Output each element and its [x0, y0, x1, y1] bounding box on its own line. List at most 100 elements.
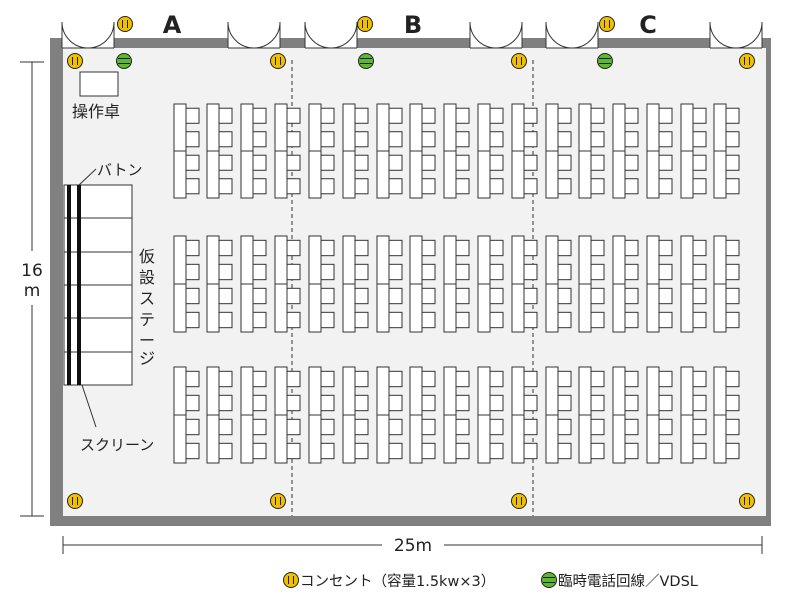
desk-group — [409, 235, 436, 333]
desk-group — [646, 366, 673, 464]
desk-group — [713, 366, 740, 464]
legend-phone-label: 臨時電話回線／VDSL — [558, 573, 698, 590]
double-door-icon — [227, 21, 281, 49]
section-label-c: C — [639, 11, 657, 39]
height-unit: m — [24, 281, 41, 301]
desk-group — [680, 366, 707, 464]
outlet-icon — [511, 53, 527, 69]
screen-label: スクリーン — [80, 436, 154, 454]
desk-group — [173, 366, 200, 464]
desk-group — [206, 366, 233, 464]
desk-group — [409, 366, 436, 464]
screen — [67, 185, 71, 385]
seating-area — [173, 103, 740, 464]
desk-group — [511, 235, 538, 333]
desk-group — [545, 366, 572, 464]
desk-group — [376, 235, 403, 333]
outlet-icon — [739, 53, 755, 69]
desk-group — [612, 235, 639, 333]
desk-group — [578, 103, 605, 199]
desk-group — [240, 366, 267, 464]
desk-group — [545, 235, 572, 333]
desk-group — [173, 235, 200, 333]
desk-group — [680, 235, 707, 333]
desk-group — [173, 103, 200, 199]
desk-group — [477, 103, 504, 199]
desk-group — [342, 103, 369, 199]
desk-group — [612, 366, 639, 464]
section-label-b: B — [404, 11, 422, 39]
double-door-icon — [709, 21, 763, 49]
desk-group — [240, 235, 267, 333]
desk-group — [545, 103, 572, 199]
desk-group — [646, 235, 673, 333]
desk-group — [443, 235, 470, 333]
double-door-icon — [469, 21, 523, 49]
double-door-icon — [545, 21, 599, 49]
desk-group — [443, 103, 470, 199]
double-door-icon — [304, 21, 358, 49]
desk-group — [308, 235, 335, 333]
phone-line-icon — [116, 53, 132, 69]
stage-label-char-5: ー — [139, 331, 155, 350]
outlet-icon — [599, 16, 615, 32]
outlet-icon — [270, 493, 286, 509]
outlet-icon — [511, 493, 527, 509]
baton-label: バトン — [97, 161, 142, 179]
operator-desk-label: 操作卓 — [72, 102, 120, 121]
desk-group — [578, 366, 605, 464]
outlet-icon — [67, 53, 83, 69]
width-label: 25m — [394, 536, 432, 556]
height-number: 16 — [21, 261, 43, 281]
desk-group — [274, 103, 301, 199]
section-label-a: A — [163, 11, 182, 39]
outlet-icon — [739, 493, 755, 509]
desk-group — [713, 103, 740, 199]
stage-label-char-3: ス — [139, 289, 155, 308]
desk-group — [409, 103, 436, 199]
desk-group — [511, 366, 538, 464]
outlet-icon — [270, 53, 286, 69]
desk-group — [240, 103, 267, 199]
baton-leader — [78, 168, 97, 186]
operator-desk — [79, 71, 119, 97]
stage-label-char-6: ジ — [139, 349, 155, 368]
doors — [61, 21, 763, 49]
desk-group — [342, 235, 369, 333]
desk-group — [308, 366, 335, 464]
desk-group — [578, 235, 605, 333]
legend-outlet-label: コンセント（容量1.5kw×3） — [300, 573, 495, 590]
phone-line-icon — [358, 53, 374, 69]
outlet-icon — [357, 16, 373, 32]
desk-group — [477, 366, 504, 464]
desk-group — [443, 366, 470, 464]
stage-label-char-2: 設 — [139, 268, 155, 287]
desk-group — [274, 366, 301, 464]
desk-group — [342, 366, 369, 464]
desk-group — [206, 103, 233, 199]
desk-group — [646, 103, 673, 199]
outlet-icon — [283, 572, 299, 588]
double-door-icon — [61, 21, 115, 49]
desk-group — [308, 103, 335, 199]
desk-group — [376, 103, 403, 199]
desk-group — [511, 103, 538, 199]
desk-group — [680, 103, 707, 199]
desk-group — [376, 366, 403, 464]
phone-line-icon — [541, 572, 557, 588]
desk-group — [612, 103, 639, 199]
desk-group — [206, 235, 233, 333]
legend: コンセント（容量1.5kw×3） 臨時電話回線／VDSL — [283, 572, 698, 590]
phone-line-icon — [597, 53, 613, 69]
stage-label-char-4: テ — [139, 310, 155, 329]
utility-markers — [67, 16, 755, 509]
desk-group — [274, 235, 301, 333]
screen-leader — [81, 384, 97, 428]
desk-group — [477, 235, 504, 333]
baton — [77, 185, 81, 385]
stage-label-char-1: 仮 — [139, 247, 155, 266]
stage-panels — [64, 217, 132, 353]
outlet-icon — [67, 493, 83, 509]
outlet-icon — [117, 16, 133, 32]
